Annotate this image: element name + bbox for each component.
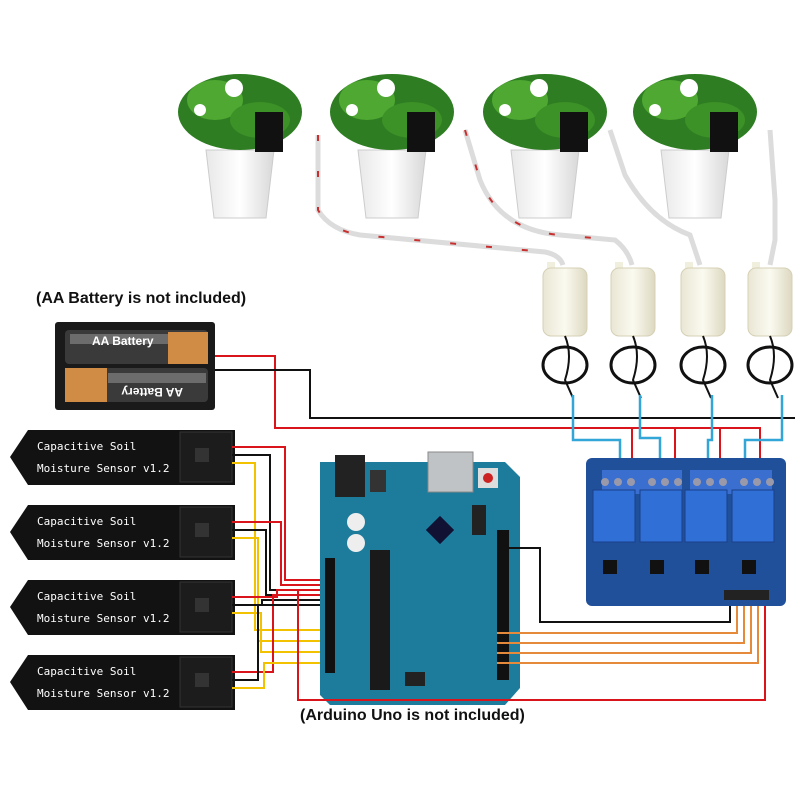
wire-vcc [232,521,325,586]
sensor-label-line1: Capacitive Soil [37,665,136,678]
battery-not-included-note: (AA Battery is not included) [36,290,247,307]
sensor-label-line2: Moisture Sensor v1.2 [37,687,169,700]
sensor-label-line2: Moisture Sensor v1.2 [37,462,169,475]
terminal-screw [753,478,761,486]
terminal-screw [719,478,727,486]
wire-signal [232,662,325,689]
relay-module-4ch [586,458,786,606]
relay [592,489,636,543]
wire-gnd [232,604,325,681]
wire-vcc [232,446,325,581]
wire-signal [232,537,325,642]
wire-signal [232,612,325,653]
optocoupler [650,560,664,574]
potted-plant [330,74,454,219]
wire-vcc [232,589,325,598]
terminal-screw [661,478,669,486]
sensor-label-line1: Capacitive Soil [37,515,136,528]
wire-gnd [232,599,325,606]
sensor-label-line2: Moisture Sensor v1.2 [37,612,169,625]
relay [684,489,728,543]
battery-cell-label: AA Battery [92,334,154,348]
relay [731,489,775,543]
water-pump [679,262,727,399]
relay [639,489,683,543]
wire-signal [232,462,325,631]
potted-plant [633,74,757,219]
optocoupler [603,560,617,574]
terminal-screw [614,478,622,486]
terminal-screw [674,478,682,486]
terminal-screw [740,478,748,486]
arduino-not-included-note: (Arduino Uno is not included) [300,707,525,724]
sensor-in-soil [560,112,588,152]
sensor-in-soil [407,112,435,152]
sensor-in-soil [710,112,738,152]
sensor-label-line1: Capacitive Soil [37,440,136,453]
sensor-wires [232,446,325,689]
water-pump [609,262,657,399]
pump-wires [571,395,784,462]
potted-plant [483,74,607,219]
sensor-label-line2: Moisture Sensor v1.2 [37,537,169,550]
power-wires [215,355,795,462]
arduino-uno-board [320,451,520,705]
water-pump [746,262,794,399]
relay-signal-wires [297,547,766,701]
terminal-screw [627,478,635,486]
terminal-screw [601,478,609,486]
terminal-screw [648,478,656,486]
wire-vcc [232,594,325,673]
terminal-screw [693,478,701,486]
optocoupler [742,560,756,574]
battery-holder: AA Battery AA Battery [55,322,215,410]
sensor-label-line1: Capacitive Soil [37,590,136,603]
terminal-screw [706,478,714,486]
water-pump [541,262,589,399]
sensor-in-soil [255,112,283,152]
optocoupler [695,560,709,574]
terminal-screw [766,478,774,486]
battery-cell-label: AA Battery [121,385,183,399]
potted-plant [178,74,302,219]
